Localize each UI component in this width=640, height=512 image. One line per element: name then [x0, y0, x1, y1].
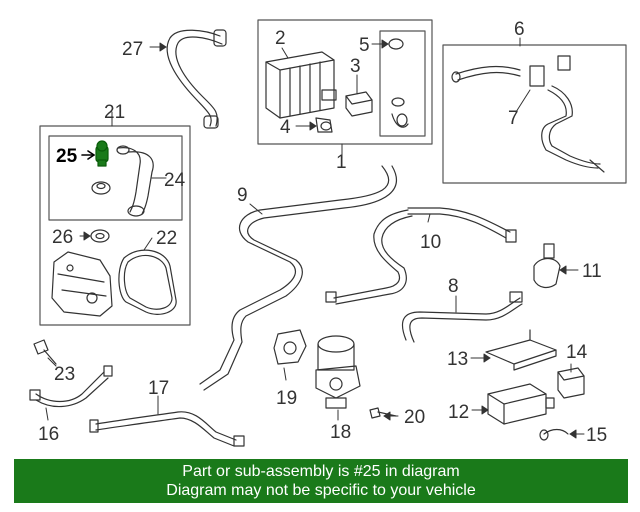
- part-17-sensor: [89, 411, 245, 447]
- part-13-bracket: [485, 329, 557, 371]
- parts-diagram: 27 21 25 24 26 22 2 3 4 5 1 6 7 9 10 8 1…: [29, 19, 627, 447]
- banner-line-1: Part or sub-assembly is #25 in diagram: [182, 463, 460, 480]
- callout-5: 5: [359, 35, 370, 56]
- grommet: [91, 181, 111, 195]
- callout-14: 14: [566, 342, 588, 363]
- callout-27: 27: [122, 39, 143, 60]
- callout-13: 13: [447, 349, 468, 370]
- part-10-line: [325, 207, 517, 305]
- group-box-1: [257, 19, 433, 145]
- callout-22: 22: [156, 228, 177, 249]
- group-box-24-inner: [48, 135, 183, 221]
- callout-21: 21: [104, 102, 125, 123]
- callout-24: 24: [164, 170, 186, 191]
- part-2-canister: [265, 51, 337, 119]
- callout-6: 6: [514, 19, 525, 40]
- part-26-washer: [90, 229, 110, 243]
- callout-23: 23: [54, 364, 75, 385]
- callout-20: 20: [404, 407, 425, 428]
- group-box-5: [379, 30, 426, 137]
- part-25-valve: [95, 140, 109, 167]
- banner-line-2: Diagram may not be specific to your vehi…: [166, 482, 476, 499]
- callout-17: 17: [148, 378, 169, 399]
- callout-9: 9: [237, 185, 248, 206]
- callout-1: 1: [336, 152, 347, 173]
- part-4-connector: [315, 117, 333, 133]
- callout-18: 18: [330, 422, 351, 443]
- part-23-bolt: [33, 339, 57, 365]
- callout-25: 25: [56, 146, 78, 167]
- group-box-6: [442, 44, 627, 184]
- callout-8: 8: [448, 276, 459, 297]
- part-16-sensor: [29, 365, 113, 408]
- part-11-sensor: [533, 243, 561, 289]
- part-25-arrow: [81, 150, 95, 160]
- part-18-egr-valve: [315, 335, 361, 409]
- part-15-hose: [539, 428, 569, 441]
- part-22-gasket: [118, 249, 177, 315]
- part-info-banner: Part or sub-assembly is #25 in diagram D…: [14, 459, 628, 503]
- callout-19: 19: [276, 388, 297, 409]
- callout-26: 26: [52, 227, 73, 248]
- group-box-21: [39, 125, 191, 326]
- callout-12: 12: [448, 402, 469, 423]
- part-12-solenoid: [487, 383, 555, 425]
- part-8-line: [401, 291, 523, 343]
- callout-11: 11: [582, 261, 602, 282]
- part-9-line: [199, 165, 398, 391]
- part-3-sensor: [345, 91, 373, 117]
- callout-10: 10: [420, 232, 441, 253]
- callout-4: 4: [280, 117, 291, 138]
- callout-2: 2: [275, 28, 286, 49]
- part-24-hose: [116, 145, 154, 217]
- valve-cover: [51, 251, 113, 317]
- callout-16: 16: [38, 424, 59, 445]
- arrowheads: [83, 39, 577, 439]
- part-27-hose: [166, 29, 227, 129]
- callout-7: 7: [508, 108, 519, 129]
- part-5-clips: [388, 38, 409, 128]
- part-19-gasket: [273, 329, 307, 365]
- part-6-hose: [451, 55, 605, 173]
- callout-15: 15: [586, 425, 607, 446]
- part-14-valve: [557, 367, 585, 399]
- callout-3: 3: [350, 56, 361, 77]
